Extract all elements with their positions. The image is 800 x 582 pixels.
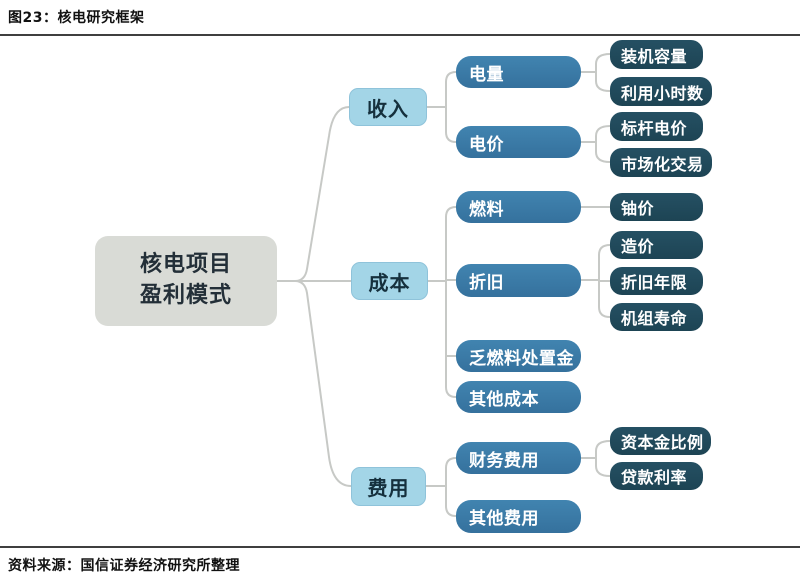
leaf-depreciation-years: 折旧年限: [610, 267, 703, 295]
leaf-installed-capacity: 装机容量: [610, 40, 703, 69]
node-fuel: 燃料: [456, 191, 581, 223]
branch-revenue: 收入: [349, 88, 427, 126]
branch-cost: 成本: [351, 262, 428, 300]
leaf-unit-lifetime: 机组寿命: [610, 303, 703, 331]
leaf-loan-rate: 贷款利率: [610, 462, 703, 490]
root-node-profit-model: 核电项目 盈利模式: [95, 236, 277, 326]
leaf-construction-cost: 造价: [610, 231, 703, 259]
node-financial-expense: 财务费用: [456, 442, 581, 474]
node-spent-fuel-fund: 乏燃料处置金: [456, 340, 581, 372]
leaf-capital-ratio: 资本金比例: [610, 427, 711, 455]
leaf-market-trading: 市场化交易: [610, 148, 712, 177]
node-depreciation: 折旧: [456, 264, 581, 297]
root-node-label: 核电项目 盈利模式: [139, 252, 232, 308]
node-electricity-output: 电量: [456, 56, 581, 88]
node-other-expense: 其他费用: [456, 500, 581, 533]
source-divider: [0, 546, 800, 548]
figure-source: 资料来源：国信证券经济研究所整理: [8, 558, 240, 574]
leaf-utilization-hours: 利用小时数: [610, 77, 712, 106]
leaf-uranium-price: 铀价: [610, 193, 703, 221]
leaf-benchmark-tariff: 标杆电价: [610, 112, 703, 141]
node-electricity-price: 电价: [456, 126, 581, 158]
figure-title: 图23：核电研究框架: [8, 10, 145, 26]
node-other-costs: 其他成本: [456, 381, 581, 413]
branch-expense: 费用: [351, 467, 426, 506]
title-divider: [0, 34, 800, 36]
